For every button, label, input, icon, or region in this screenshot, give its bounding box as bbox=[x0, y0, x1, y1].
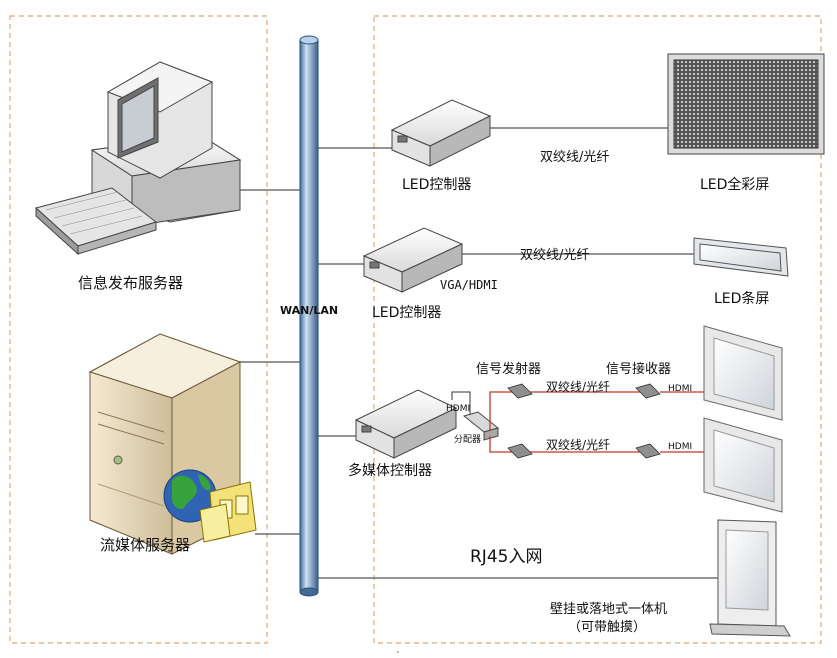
kiosk-label-line2: （可带触摸） bbox=[568, 620, 647, 635]
multimedia-controller-icon bbox=[354, 389, 458, 459]
signal-receiver-icon-2 bbox=[635, 443, 661, 459]
stream-server-label: 流媒体服务器 bbox=[100, 536, 191, 554]
signal-transmitter-icon-2 bbox=[507, 443, 533, 459]
hdmi-label-multimedia: HDMI bbox=[446, 404, 471, 414]
backbone-connections bbox=[240, 147, 725, 579]
kiosk-all-in-one-icon bbox=[709, 519, 791, 637]
cable-label-2: 双绞线/光纤 bbox=[520, 248, 590, 263]
hdmi-label-receiver-2: HDMI bbox=[668, 442, 693, 452]
led-controller-2-label: LED控制器 bbox=[372, 305, 442, 321]
hdmi-link-multimedia-splitter bbox=[451, 391, 471, 418]
led-full-color-screen-icon bbox=[667, 53, 825, 155]
wan-lan-backbone bbox=[299, 35, 319, 597]
rj45-label: RJ45入网 bbox=[470, 547, 543, 567]
server-group-frame bbox=[9, 15, 268, 644]
wan-lan-label: WAN/LAN bbox=[280, 304, 339, 317]
led-bar-screen-label: LED条屏 bbox=[714, 291, 770, 307]
cable-label-4: 双绞线/光纤 bbox=[546, 438, 611, 452]
signal-transmitter-label: 信号发射器 bbox=[476, 362, 542, 377]
led-controller-1-label: LED控制器 bbox=[402, 177, 472, 193]
vga-hdmi-label: VGA/HDMI bbox=[440, 278, 498, 292]
multimedia-controller-label: 多媒体控制器 bbox=[348, 463, 432, 479]
cable-label-3: 双绞线/光纤 bbox=[546, 380, 611, 394]
display-monitor-icon-2 bbox=[703, 417, 783, 513]
cable-label-1: 双绞线/光纤 bbox=[540, 150, 610, 165]
desktop-computer-icon bbox=[34, 61, 242, 256]
stray-dot bbox=[397, 651, 399, 653]
film-strip-icon bbox=[199, 481, 257, 543]
led-bar-screen-icon bbox=[693, 237, 789, 277]
kiosk-label-line1: 壁挂或落地式一体机 bbox=[550, 602, 668, 617]
hdmi-label-receiver-1: HDMI bbox=[668, 384, 693, 394]
led-full-color-screen-label: LED全彩屏 bbox=[700, 177, 770, 193]
signal-transmitter-icon-1 bbox=[507, 383, 533, 399]
led-controller-2-icon bbox=[362, 227, 464, 293]
signal-receiver-label: 信号接收器 bbox=[606, 362, 672, 377]
signal-lines bbox=[489, 391, 708, 453]
display-monitor-icon-1 bbox=[703, 325, 783, 421]
terminal-group-frame bbox=[373, 15, 822, 644]
led-controller-1-icon bbox=[390, 99, 492, 167]
info-server-label: 信息发布服务器 bbox=[78, 274, 184, 292]
signal-receiver-icon-1 bbox=[635, 383, 661, 399]
splitter-label: 分配器 bbox=[454, 435, 482, 445]
